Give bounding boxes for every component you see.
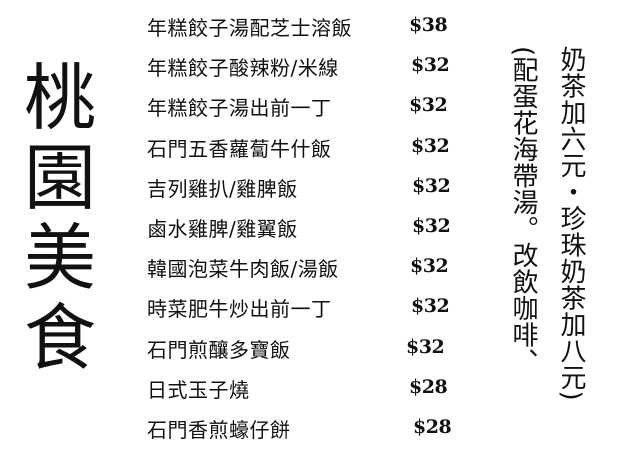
menu-item-price: $28 — [413, 415, 452, 438]
menu-item: 鹵水雞脾/雞翼飯 $32 — [147, 209, 457, 249]
menu-item-price: $32 — [412, 174, 451, 197]
note-line-1: (配蛋花海帶湯。改飲咖啡、 — [508, 46, 538, 375]
page-title: 桃 園 美 食 — [18, 58, 102, 378]
title-char: 園 — [23, 136, 96, 220]
menu-item-name: 鹵水雞脾/雞翼飯 — [147, 216, 298, 241]
menu-item-name: 年糕餃子湯配芝士溶飯 — [147, 16, 352, 40]
menu-item-price: $32 — [411, 295, 450, 318]
menu-item: 韓國泡菜牛肉飯/湯飯 $32 — [147, 249, 457, 289]
menu-item-price: $38 — [409, 14, 448, 36]
menu-item-price: $28 — [409, 375, 448, 398]
menu-item-name: 吉列雞扒/雞脾飯 — [147, 176, 298, 201]
menu-item: 石門五香蘿蔔牛什飯 $32 — [147, 129, 457, 169]
menu-item-price: $32 — [412, 214, 451, 237]
menu-item-name: 時菜肥牛炒出前一丁 — [147, 297, 332, 322]
title-char: 桃 — [23, 56, 96, 140]
menu-item-price: $32 — [411, 54, 450, 77]
menu-item: 石門香煎蠔仔餅 $28 — [147, 410, 457, 450]
title-char: 美 — [23, 216, 96, 300]
menu-item: 時菜肥牛炒出前一丁 $32 — [147, 289, 457, 329]
menu-item-name: 日式玉子燒 — [147, 377, 250, 402]
menu-item-name: 韓國泡菜牛肉飯/湯飯 — [147, 257, 339, 282]
menu-item-price: $32 — [409, 94, 448, 117]
menu-item-price: $32 — [410, 255, 449, 278]
menu-item: 年糕餃子湯配芝士溶飯 $38 — [147, 8, 457, 48]
menu-item: 石門煎釀多寶飯 $32 — [147, 330, 457, 370]
menu-item-price: $32 — [406, 335, 445, 358]
title-char: 食 — [23, 296, 96, 380]
menu-item: 年糕餃子湯出前一丁 $32 — [147, 88, 457, 128]
menu-item: 年糕餃子酸辣粉/米線 $32 — [147, 48, 457, 88]
menu-item-name: 石門煎釀多寶飯 — [147, 337, 291, 362]
menu-item-name: 石門香煎蠔仔餅 — [147, 417, 291, 442]
menu-item-name: 石門五香蘿蔔牛什飯 — [147, 136, 332, 161]
menu-item: 日式玉子燒 $28 — [147, 370, 457, 410]
note-line-2: 奶茶加六元・珍珠奶茶加八元) — [556, 46, 586, 402]
menu-item: 吉列雞扒/雞脾飯 $32 — [147, 169, 457, 209]
menu-item-price: $32 — [411, 134, 450, 157]
menu-item-name: 年糕餃子酸辣粉/米線 — [147, 56, 339, 81]
menu-item-name: 年糕餃子湯出前一丁 — [147, 96, 332, 121]
